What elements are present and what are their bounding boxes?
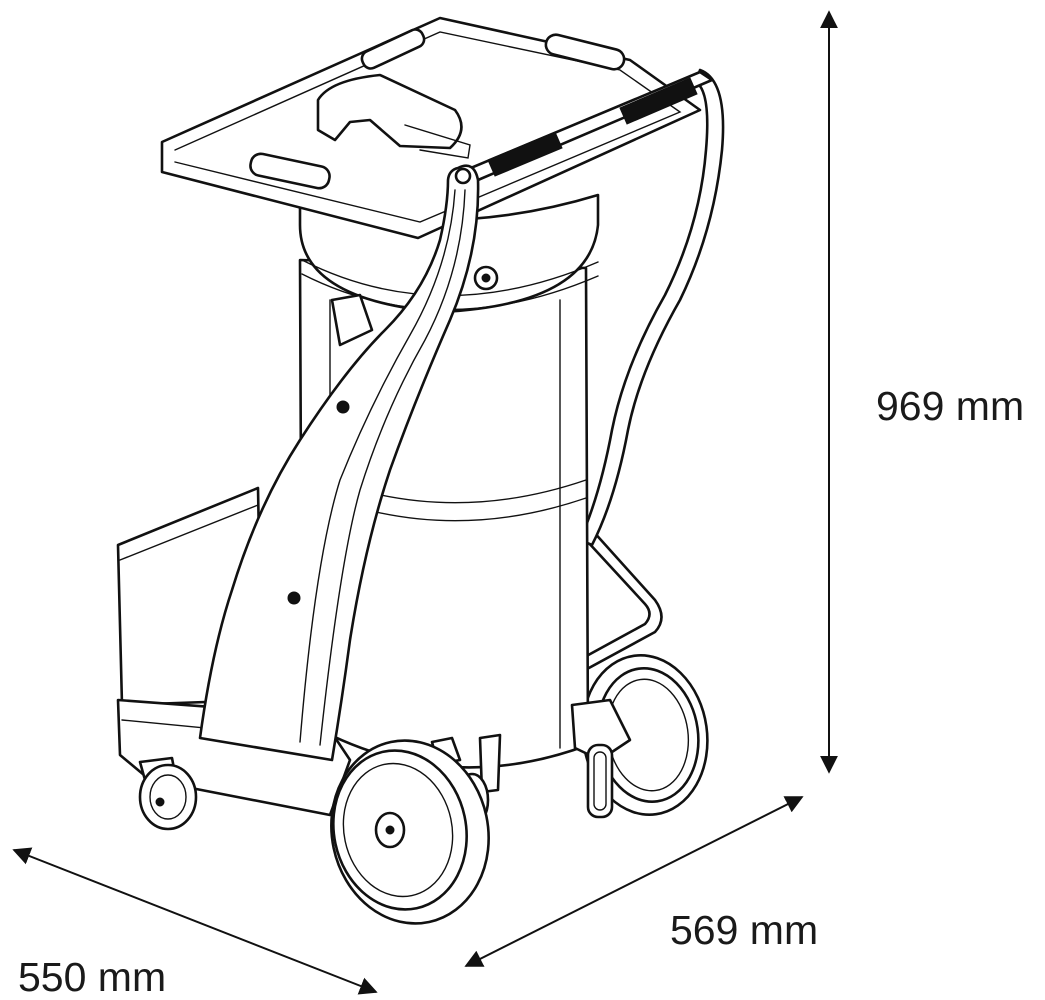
front-frame xyxy=(198,164,480,762)
rear-right-wheel xyxy=(581,654,709,816)
front-right-caster xyxy=(570,698,632,819)
front-left-caster xyxy=(138,756,198,831)
depth-dimension-label: 569 mm xyxy=(670,907,819,953)
main-wheel xyxy=(330,739,490,925)
height-dimension-label: 969 mm xyxy=(876,383,1025,429)
depth-arrow xyxy=(464,796,804,967)
right-grip xyxy=(619,77,698,125)
width-dimension-label: 550 mm xyxy=(18,954,167,1000)
top-tray xyxy=(160,16,702,240)
left-grip xyxy=(487,131,563,177)
width-arrow xyxy=(12,847,378,995)
